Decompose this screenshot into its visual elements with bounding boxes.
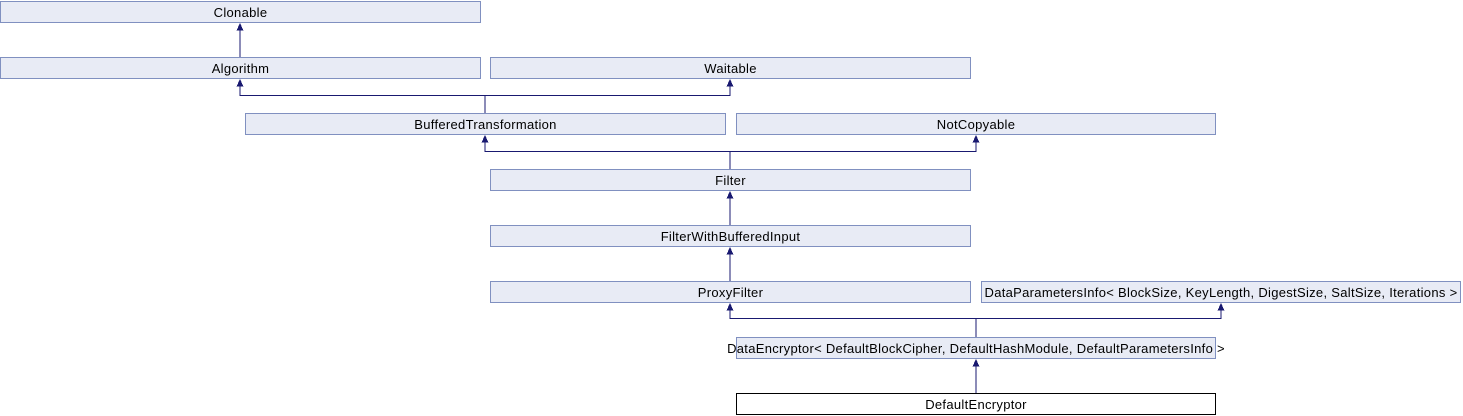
edge-dataencryptor-to-parents — [729, 309, 1222, 337]
arrowhead-clonable — [236, 23, 244, 31]
class-node-dataparametersinfo[interactable]: DataParametersInfo< BlockSize, KeyLength… — [981, 281, 1461, 303]
class-node-filterwithbufferedinput[interactable]: FilterWithBufferedInput — [490, 225, 971, 247]
class-node-bufferedtransformation[interactable]: BufferedTransformation — [245, 113, 726, 135]
class-node-clonable[interactable]: Clonable — [0, 1, 481, 23]
class-node-notcopyable[interactable]: NotCopyable — [736, 113, 1216, 135]
arrowhead-bufferedtransformation — [481, 135, 489, 143]
edge-bufferedtransformation-to-parents — [239, 85, 731, 113]
edge-filter-to-parents — [484, 141, 977, 169]
class-node-proxyfilter[interactable]: ProxyFilter — [490, 281, 971, 303]
arrowhead-filter — [726, 191, 734, 199]
class-node-dataencryptor[interactable]: DataEncryptor< DefaultBlockCipher, Defau… — [727, 337, 1225, 359]
class-node-filter[interactable]: Filter — [490, 169, 971, 191]
arrowhead-dataencryptor — [972, 359, 980, 367]
arrowhead-proxyfilter — [726, 303, 734, 311]
arrowhead-filterwithbufferedinput — [726, 247, 734, 255]
arrowhead-dataparametersinfo — [1217, 303, 1225, 311]
class-node-algorithm[interactable]: Algorithm — [0, 57, 481, 79]
arrowhead-algorithm — [236, 79, 244, 87]
class-node-waitable[interactable]: Waitable — [490, 57, 971, 79]
class-node-defaultencryptor: DefaultEncryptor — [736, 393, 1216, 415]
arrowhead-waitable — [726, 79, 734, 87]
arrowhead-notcopyable — [972, 135, 980, 143]
